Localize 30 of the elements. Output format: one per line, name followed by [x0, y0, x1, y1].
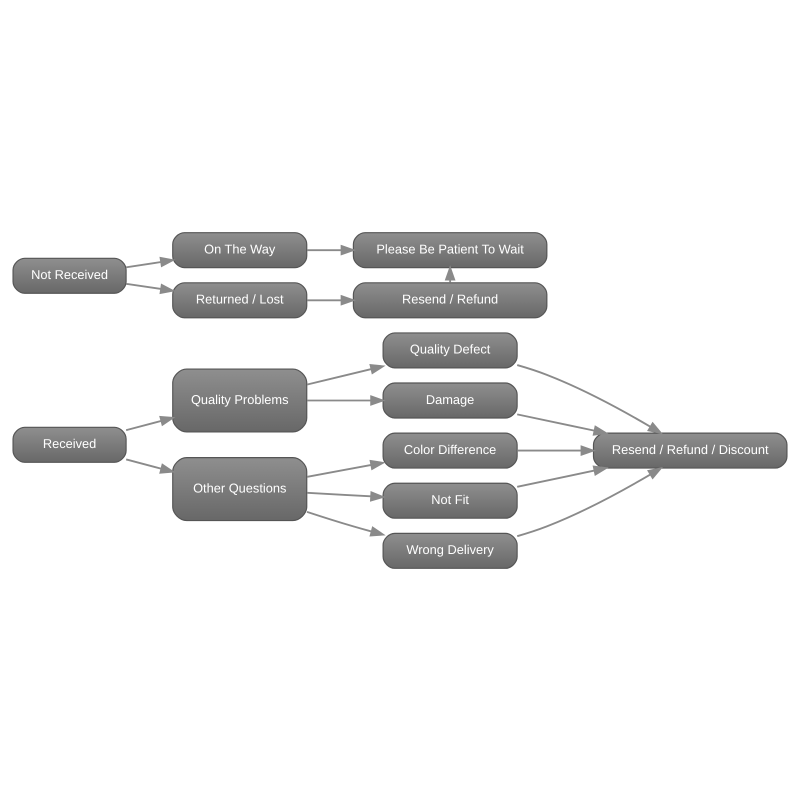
arrow [307, 294, 356, 306]
arrow [307, 244, 356, 256]
node-box: Quality Problems [172, 368, 308, 432]
arrow [126, 415, 176, 431]
node-box: Damage [382, 382, 518, 418]
arrow [307, 394, 386, 406]
arrow [126, 282, 176, 294]
node-box: Other Questions [172, 456, 308, 521]
node-box: Color Difference [382, 432, 518, 468]
node-box: Wrong Delivery [382, 532, 518, 568]
node-box: Quality Defect [382, 332, 518, 368]
arrow [516, 364, 664, 434]
arrow [126, 256, 176, 268]
arrow [517, 464, 609, 488]
arrow [126, 458, 176, 474]
node-box: Resend / Refund / Discount [592, 432, 788, 468]
arrow [517, 412, 609, 436]
arrow [307, 490, 386, 502]
arrow [306, 510, 386, 536]
node-box: Not Fit [382, 482, 518, 518]
node-box: On The Way [172, 232, 308, 268]
arrow [307, 459, 386, 478]
node-box: Not Received [12, 257, 127, 294]
node-box: Received [12, 426, 127, 462]
arrow [307, 364, 386, 385]
node-box: Resend / Refund [352, 282, 548, 318]
arrow [516, 466, 664, 537]
arrow [517, 444, 596, 456]
node-box: Returned / Lost [172, 282, 308, 318]
node-box: Please Be Patient To Wait [352, 232, 548, 268]
